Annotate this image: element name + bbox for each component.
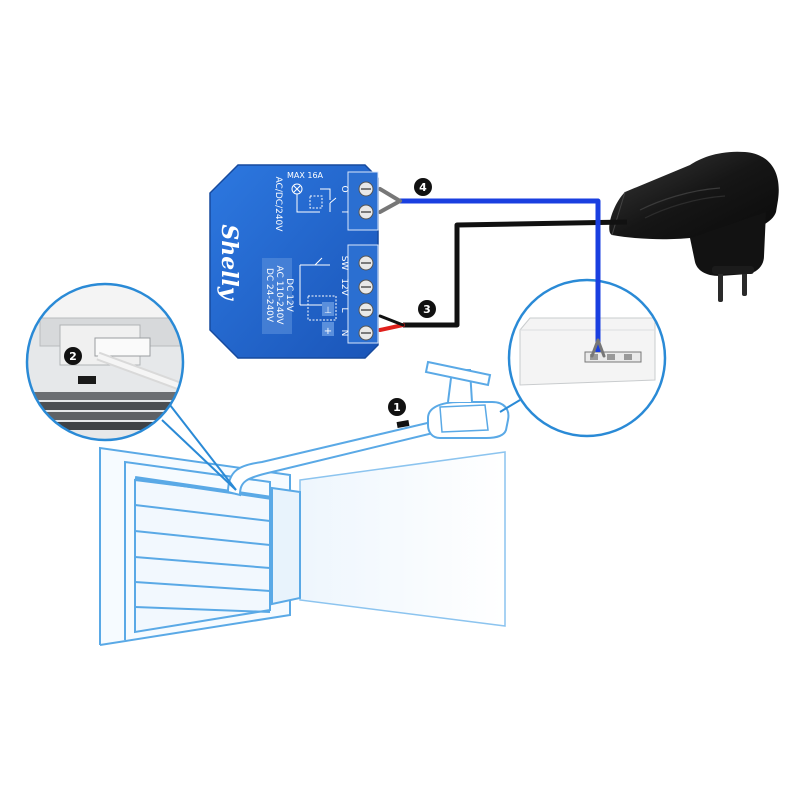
terminal-n-label: N (339, 330, 349, 337)
wires (378, 187, 628, 358)
badge-1: 1 (388, 398, 406, 416)
shelly-relay: O I SW 12V L N MAX 16A AC/DC/240V Shelly… (209, 164, 379, 359)
terminal-sw-label: SW (339, 256, 349, 271)
plug-pin-left (718, 272, 723, 302)
wire-grey-terminal (590, 338, 606, 358)
plug-pin-right (742, 270, 747, 296)
magnet-sensor (78, 376, 96, 384)
terminal-screws-top (358, 181, 374, 220)
supply-dc12-label: DC 12V (284, 278, 294, 313)
garage-side-jamb (271, 486, 301, 606)
garage-opener-unit (424, 360, 510, 439)
lamp-icon (291, 183, 303, 195)
wire-grey-split (378, 187, 402, 214)
minus-sign: ⊥ (324, 306, 332, 316)
output-voltage-label: AC/DC/240V (273, 177, 283, 233)
door-top-rail (134, 476, 273, 500)
switch-schematic (299, 257, 337, 336)
wire-black-n (378, 314, 405, 327)
badge-4-label: 4 (419, 181, 427, 194)
terminal-o-label: O (339, 185, 349, 192)
badge-3: 3 (418, 300, 436, 318)
relay-contact-icon (296, 188, 337, 213)
door-sensor (396, 420, 410, 428)
garage (99, 360, 510, 646)
badge-1-label: 1 (393, 401, 401, 414)
wire-red (378, 323, 405, 332)
terminal-l-label: L (339, 307, 349, 312)
zoom-circle-right (499, 278, 667, 438)
garage-opening (299, 451, 506, 627)
supply-dc24-label: DC 24-240V (264, 268, 274, 323)
badge-4: 4 (414, 178, 432, 196)
supply-ac-label: AC 110-240V (274, 266, 284, 326)
plus-sign: + (324, 326, 332, 337)
brand-logo: Shelly (216, 224, 242, 302)
zoom-circle-left (25, 282, 237, 491)
wire-black (403, 219, 628, 328)
badge-2-label: 2 (69, 350, 77, 363)
garage-door (134, 478, 271, 634)
wire-blue (400, 198, 601, 352)
badge-2: 2 (64, 347, 82, 365)
terminal-12v-label: 12V (339, 278, 349, 296)
max-rating-label: MAX 16A (287, 171, 324, 180)
zoom-callout-right (499, 399, 521, 413)
terminal-i-label: I (339, 211, 349, 214)
badge-3-label: 3 (423, 303, 431, 316)
power-adapter (609, 151, 779, 302)
terminal-screws-bottom (358, 255, 374, 341)
zoom-callout-left (169, 404, 237, 491)
